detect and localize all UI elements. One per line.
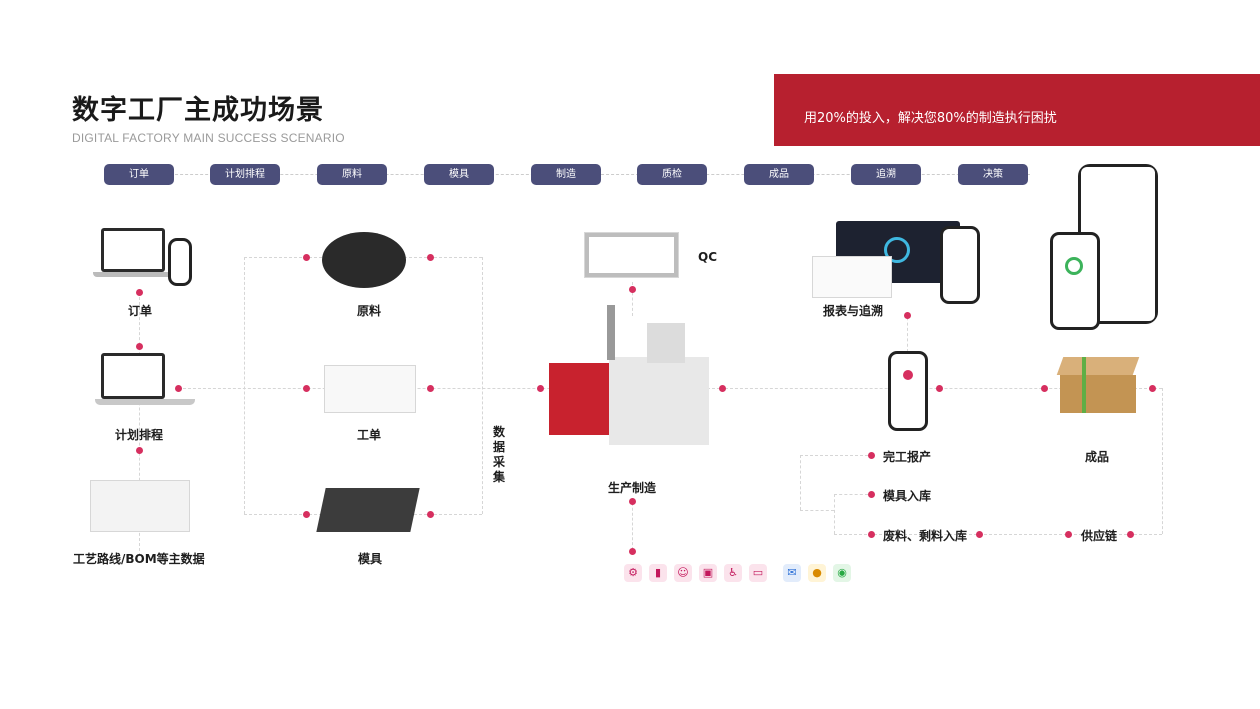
connector-left-bracket: [244, 257, 245, 514]
label-routing: 工艺路线/BOM等主数据: [73, 552, 205, 566]
label-report-trace: 报表与追溯: [823, 304, 884, 318]
page-subtitle: DIGITAL FACTORY MAIN SUCCESS SCENARIO: [72, 131, 345, 145]
connector-dot: [175, 385, 182, 392]
connector-dot: [904, 312, 911, 319]
label-work-order: 工单: [357, 428, 382, 442]
stage-order[interactable]: 订单: [104, 164, 174, 185]
connector-production-down: [632, 498, 633, 550]
mail-icon: ✉: [783, 564, 801, 582]
connector-dot: [1127, 531, 1134, 538]
qc-screen-image: [584, 232, 679, 278]
label-supply-chain: 供应链: [1081, 529, 1118, 543]
connector-dot: [629, 286, 636, 293]
connector-qc: [632, 282, 633, 316]
connector-dot: [427, 254, 434, 261]
label-mold: 模具: [358, 552, 383, 566]
connector-dot: [537, 385, 544, 392]
label-planning: 计划排程: [115, 428, 164, 442]
connector-dot: [136, 343, 143, 350]
stage-finished[interactable]: 成品: [744, 164, 814, 185]
slogan-banner: 用20%的投入，解决您80%的制造执行困扰: [774, 74, 1260, 146]
planning-laptop-image: [95, 353, 195, 411]
label-mold-storage: 模具入库: [883, 489, 932, 503]
connector-dot: [629, 548, 636, 555]
connector-dot: [427, 385, 434, 392]
connector-dot: [936, 385, 943, 392]
wheelchair-icon: ♿: [724, 564, 742, 582]
finished-goods-box-image: [1056, 357, 1140, 419]
report-phone-image: [940, 226, 980, 304]
material-pellets-image: [322, 222, 406, 294]
bar-chart-icon: ▮: [649, 564, 667, 582]
stage-mold[interactable]: 模具: [424, 164, 494, 185]
connector-right-bracket: [482, 257, 483, 514]
stage-manufacturing[interactable]: 制造: [531, 164, 601, 185]
mold-image: [316, 482, 420, 538]
connector-dot: [303, 385, 310, 392]
order-device-image: [93, 228, 173, 283]
connector-dot: [136, 289, 143, 296]
connector-report: [907, 312, 908, 352]
label-data-collection: 数据采集: [493, 425, 506, 484]
connector-left-column: [139, 292, 140, 556]
label-order: 订单: [128, 304, 153, 318]
label-qc: QC: [698, 250, 718, 264]
connector-sub-join: [800, 510, 834, 511]
connector-dot: [1065, 531, 1072, 538]
traffic-light-icon: ●: [808, 564, 826, 582]
connector-mold-storage: [834, 494, 868, 495]
connector-dot: [868, 491, 875, 498]
stage-quality[interactable]: 质检: [637, 164, 707, 185]
stage-planning[interactable]: 计划排程: [210, 164, 280, 185]
stage-material[interactable]: 原料: [317, 164, 387, 185]
people-icon: ☺: [674, 564, 692, 582]
connector-dot: [719, 385, 726, 392]
briefcase-icon: ▣: [699, 564, 717, 582]
routing-screen-image: [90, 480, 190, 532]
connector-dot: [1149, 385, 1156, 392]
connector-supply-loop: [1162, 388, 1163, 534]
order-phone-image: [168, 238, 192, 286]
label-material: 原料: [357, 304, 382, 318]
label-completion-report: 完工报产: [883, 450, 932, 464]
completion-phone-image: [888, 351, 928, 431]
stage-trace[interactable]: 追溯: [851, 164, 921, 185]
connector-scrap-supply: [834, 534, 1162, 535]
label-production: 生产制造: [608, 481, 657, 495]
stage-decision[interactable]: 决策: [958, 164, 1028, 185]
connector-dot: [868, 452, 875, 459]
label-scrap-storage: 废料、剩料入库: [883, 529, 968, 543]
connector-dot: [303, 254, 310, 261]
page-title: 数字工厂主成功场景: [72, 95, 324, 126]
connector-dot: [976, 531, 983, 538]
connector-dot: [868, 531, 875, 538]
settings-icon: ⚙: [624, 564, 642, 582]
injection-machine-image: [547, 305, 717, 470]
label-finished-goods: 成品: [1085, 450, 1110, 464]
connector-main-row: [178, 388, 720, 389]
connector-completion: [800, 455, 868, 456]
decision-phone-small-image: [1050, 232, 1100, 330]
message-icon: ▭: [749, 564, 767, 582]
wechat-icon: ◉: [833, 564, 851, 582]
work-order-screen-image: [324, 365, 416, 413]
slogan-text: 用20%的投入，解决您80%的制造执行困扰: [804, 111, 1057, 126]
connector-sub-bracket-inner: [834, 494, 835, 534]
connector-sub-bracket-outer: [800, 455, 801, 510]
report-sheet-image: [812, 256, 892, 298]
connector-dot: [1041, 385, 1048, 392]
connector-dot: [427, 511, 434, 518]
connector-dot: [629, 498, 636, 505]
connector-dot: [303, 511, 310, 518]
connector-dot: [136, 447, 143, 454]
